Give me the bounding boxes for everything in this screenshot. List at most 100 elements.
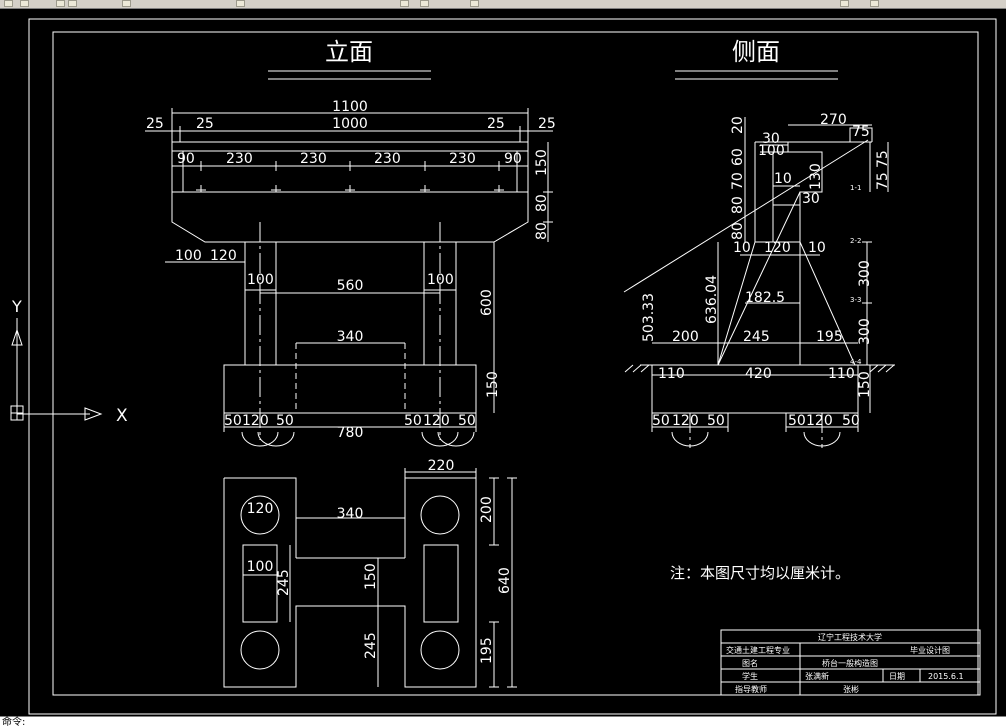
dim-label: 120	[242, 413, 269, 429]
ucs-x-label: X	[116, 406, 128, 426]
title-block-text: 辽宁工程技术大学 交通土建工程专业 毕业设计图 图名 桥台一般构造图 学生 张满…	[726, 632, 964, 694]
dim-label: 120	[210, 248, 237, 264]
dim-label: 25	[196, 116, 214, 132]
toolbar-button[interactable]	[236, 0, 245, 7]
dim-label: 70	[730, 172, 746, 190]
toolbar-button[interactable]	[400, 0, 409, 7]
dim-label: 50	[707, 413, 725, 429]
student-label: 学生	[742, 671, 758, 681]
dim-label: 80	[730, 222, 746, 240]
section-mark: 4-4	[850, 358, 862, 366]
command-line[interactable]: 命令:	[0, 716, 1006, 728]
dim-label: 100	[247, 559, 274, 575]
plan-view	[223, 468, 517, 688]
major-name: 交通土建工程专业	[726, 645, 790, 655]
side-dims: 270 75 75 75 20 30 100 60 10 130 70 30 8…	[641, 112, 891, 429]
elevation-view	[145, 108, 553, 447]
dim-label: 150	[485, 371, 501, 398]
dim-label: 10	[733, 240, 751, 256]
dim-label: 110	[658, 366, 685, 382]
elevation-dims: 1100 1000 25 25 25 25 90 230 230 230 230…	[146, 99, 556, 441]
dim-label: 130	[808, 163, 824, 190]
ucs-y-label: Y	[11, 297, 22, 316]
dim-label: 50	[458, 413, 476, 429]
section-mark: 1-1	[850, 184, 861, 192]
student-name: 张满新	[805, 671, 829, 681]
dim-label: 120	[423, 413, 450, 429]
dim-label: 75	[852, 124, 870, 140]
dim-label: 340	[337, 506, 364, 522]
dim-label: 230	[300, 151, 327, 167]
dim-label: 1000	[332, 116, 368, 132]
dim-label: 25	[487, 116, 505, 132]
dim-label: 300	[857, 260, 873, 287]
dim-label: 25	[538, 116, 556, 132]
dim-label: 75	[875, 172, 891, 190]
dim-label: 503.33	[641, 293, 657, 342]
dim-label: 25	[146, 116, 164, 132]
toolbar-button[interactable]	[870, 0, 879, 7]
dim-label: 60	[730, 148, 746, 166]
design-label: 毕业设计图	[910, 645, 950, 655]
dim-label: 340	[337, 329, 364, 345]
side-view	[623, 117, 895, 448]
toolbar-button[interactable]	[122, 0, 131, 7]
drawing-name-label: 图名	[742, 658, 758, 668]
dim-label: 230	[374, 151, 401, 167]
toolbar-button[interactable]	[68, 0, 77, 7]
dim-label: 50	[652, 413, 670, 429]
date-label: 日期	[889, 672, 905, 681]
toolbar-button[interactable]	[20, 0, 29, 7]
toolbar-button[interactable]	[56, 0, 65, 7]
ucs-icon	[10, 318, 103, 421]
dim-label: 80	[534, 194, 550, 212]
side-title-underline	[675, 70, 838, 80]
dim-label: 150	[534, 149, 550, 176]
dim-label: 90	[504, 151, 522, 167]
dim-label: 80	[730, 196, 746, 214]
toolbar-button[interactable]	[470, 0, 479, 7]
dim-label: 50	[788, 413, 806, 429]
drawing-canvas[interactable]: Y X 立面 侧面	[0, 9, 1006, 716]
toolbar-button[interactable]	[4, 0, 13, 7]
dim-label: 50	[276, 413, 294, 429]
sheet-border	[28, 18, 997, 715]
dim-label: 10	[774, 171, 792, 187]
dim-label: 245	[363, 632, 379, 659]
dim-label: 300	[857, 318, 873, 345]
title-block	[720, 629, 981, 696]
dim-label: 50	[224, 413, 242, 429]
elevation-title: 立面	[325, 38, 373, 66]
university-name: 辽宁工程技术大学	[818, 632, 882, 642]
dim-label: 20	[730, 116, 746, 134]
toolbar-button[interactable]	[840, 0, 849, 7]
section-mark: 2-2	[850, 237, 861, 245]
drawing-note: 注：本图尺寸均以厘米计。	[670, 564, 850, 582]
dim-label: 100	[175, 248, 202, 264]
dim-label: 270	[820, 112, 847, 128]
toolbar-button[interactable]	[420, 0, 429, 7]
dim-label: 90	[177, 151, 195, 167]
dim-label: 220	[428, 458, 455, 474]
dim-label: 80	[534, 222, 550, 240]
advisor-label: 指导教师	[735, 684, 767, 694]
dim-label: 245	[743, 329, 770, 345]
dim-label: 195	[816, 329, 843, 345]
dim-label: 100	[247, 272, 274, 288]
dim-label: 100	[758, 143, 785, 159]
dim-label: 420	[745, 366, 772, 382]
dim-label: 600	[479, 289, 495, 316]
date-value: 2015.6.1	[928, 672, 964, 681]
dim-label: 120	[806, 413, 833, 429]
section-mark: 3-3	[850, 296, 861, 304]
dim-label: 1100	[332, 99, 368, 115]
dim-label: 200	[672, 329, 699, 345]
dim-label: 110	[828, 366, 855, 382]
elevation-title-underline	[268, 70, 431, 80]
dim-label: 75	[875, 150, 891, 168]
side-section-marks: 1-1 2-2 3-3 4-4	[850, 184, 862, 366]
dim-label: 182.5	[745, 290, 785, 306]
dim-label: 50	[842, 413, 860, 429]
dim-label: 100	[427, 272, 454, 288]
command-prompt: 命令:	[2, 717, 26, 728]
